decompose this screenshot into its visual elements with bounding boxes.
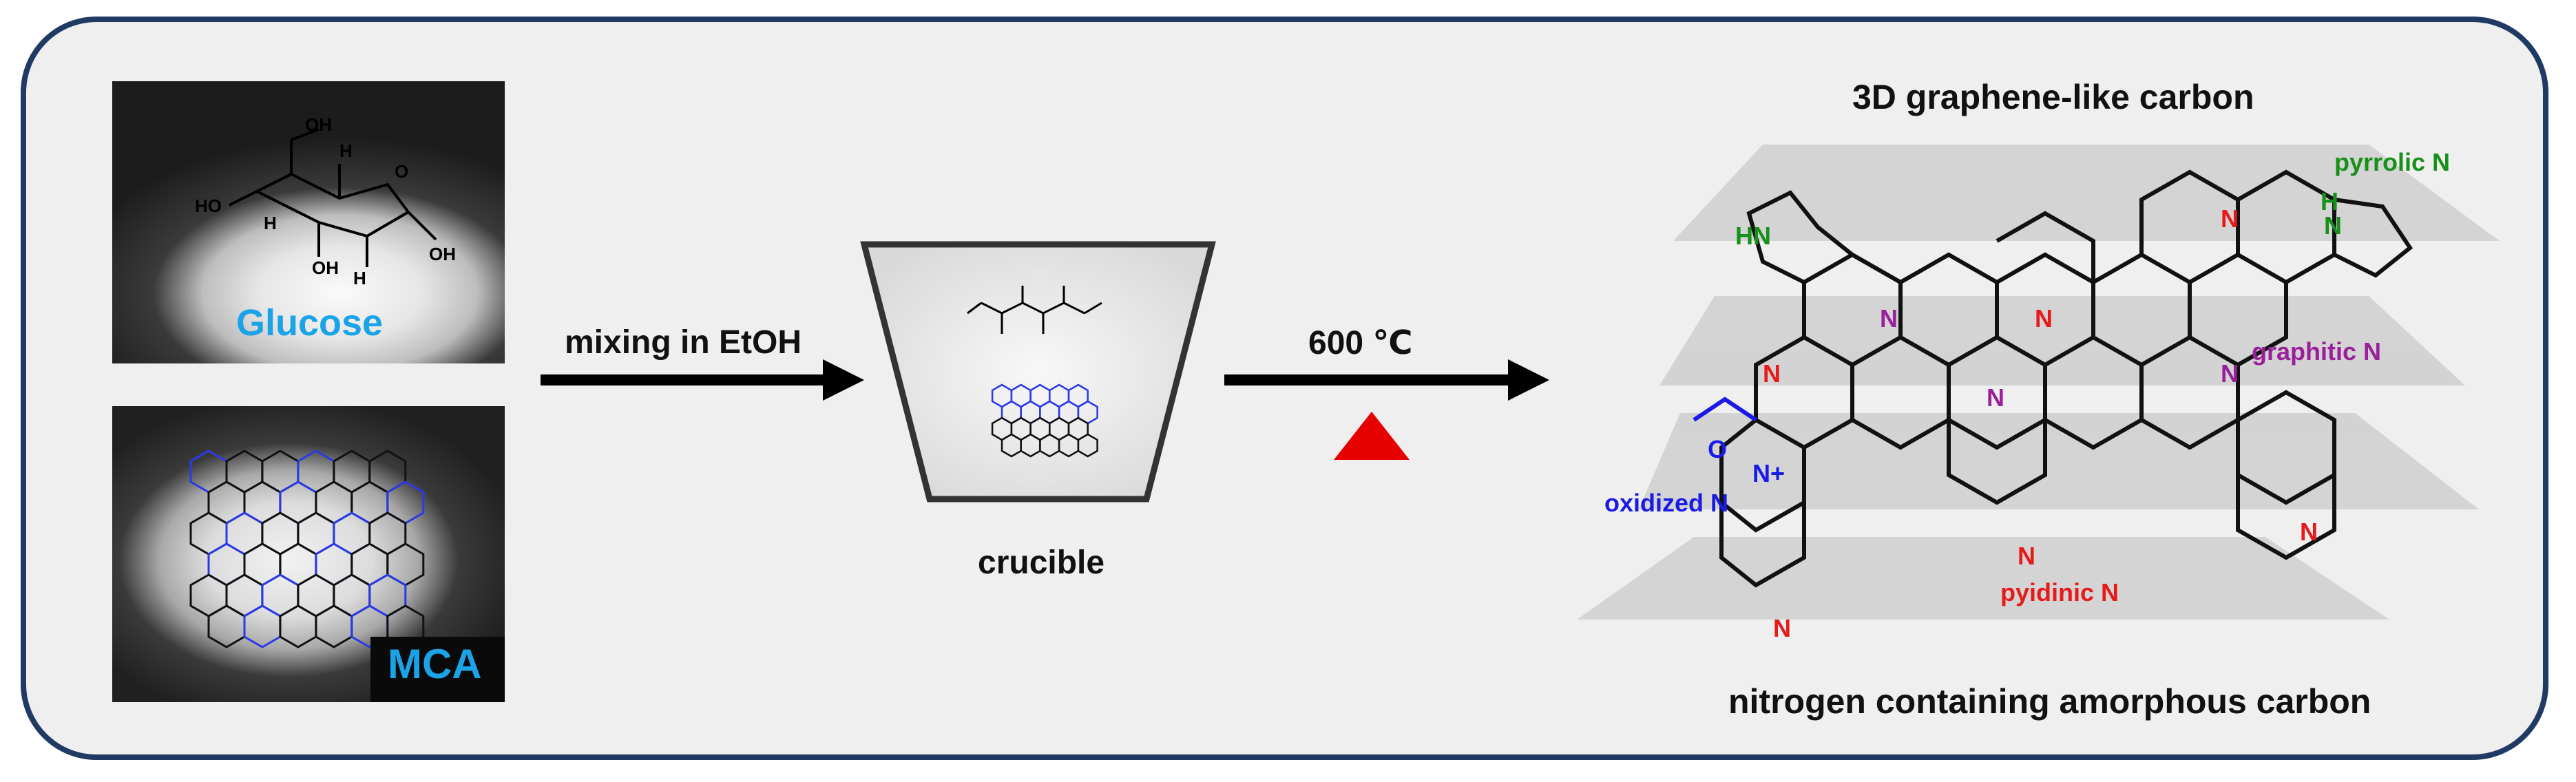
mixing-step-label: mixing in EtOH bbox=[565, 324, 802, 361]
svg-text:N: N bbox=[2221, 204, 2239, 233]
graphitic-n-label: graphitic N bbox=[2252, 337, 2382, 366]
pyridinic-n-label: pyidinic N bbox=[2000, 578, 2119, 606]
svg-text:N: N bbox=[2035, 304, 2053, 332]
crucible bbox=[860, 241, 1216, 503]
svg-text:N: N bbox=[2018, 542, 2035, 570]
svg-text:HN: HN bbox=[1735, 222, 1771, 250]
svg-text:N: N bbox=[2221, 359, 2239, 388]
svg-text:O: O bbox=[395, 161, 408, 182]
n-doped-carbon-structure bbox=[1693, 169, 2413, 588]
svg-text:OH: OH bbox=[429, 244, 456, 264]
pyrrolic-n-label: pyrrolic N bbox=[2334, 148, 2451, 176]
oxidized-n-label: oxidized N bbox=[1604, 489, 1729, 517]
svg-text:N: N bbox=[1763, 359, 1781, 388]
svg-text:N: N bbox=[1773, 614, 1791, 642]
svg-text:H: H bbox=[264, 213, 277, 233]
mca-label: MCA bbox=[388, 641, 482, 687]
svg-text:N: N bbox=[1987, 383, 2004, 412]
svg-text:OH: OH bbox=[312, 257, 339, 278]
svg-text:O: O bbox=[1708, 435, 1727, 463]
product-title-top: 3D graphene-like carbon bbox=[1852, 78, 2254, 116]
mca-label-box bbox=[370, 637, 505, 702]
crucible-label: crucible bbox=[978, 545, 1105, 581]
heating-step-label: 600 ℃ bbox=[1308, 325, 1413, 361]
mixing-arrow bbox=[541, 359, 864, 401]
svg-text:HO: HO bbox=[195, 196, 222, 216]
svg-text:N+: N+ bbox=[1752, 459, 1785, 487]
mca-network-icon bbox=[189, 450, 425, 648]
heating-arrow bbox=[1224, 359, 1549, 401]
glucose-chain-icon bbox=[967, 286, 1102, 334]
glucose-label: Glucose bbox=[236, 302, 384, 344]
svg-text:H: H bbox=[2321, 187, 2338, 215]
svg-text:H: H bbox=[339, 140, 353, 161]
graphene-layers bbox=[1577, 145, 2500, 620]
heat-triangle-icon bbox=[1334, 412, 1410, 460]
svg-text:N: N bbox=[2324, 211, 2342, 240]
svg-text:H: H bbox=[353, 268, 366, 288]
svg-text:N: N bbox=[1880, 304, 1898, 332]
svg-text:N: N bbox=[2300, 518, 2318, 546]
svg-text:OH: OH bbox=[305, 114, 332, 135]
mca-network-small-icon bbox=[991, 383, 1098, 458]
product-title-bottom: nitrogen containing amorphous carbon bbox=[1728, 682, 2371, 721]
mca-photo: MCA bbox=[112, 406, 505, 702]
